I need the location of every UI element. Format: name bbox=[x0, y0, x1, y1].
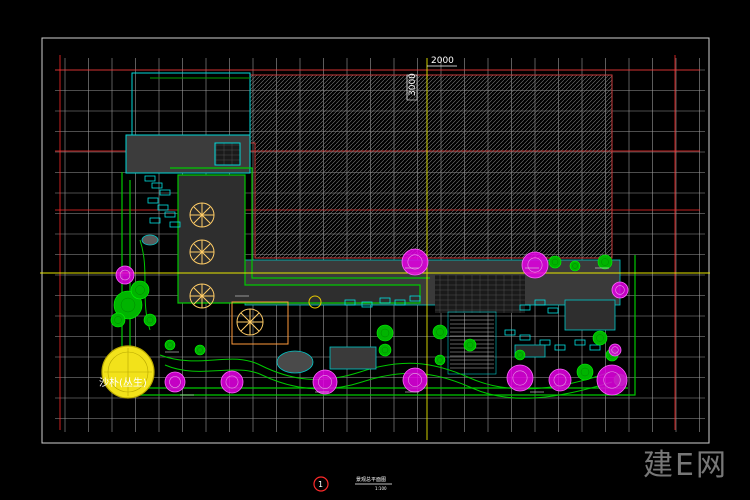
plan-scale: 1:100 bbox=[375, 486, 387, 491]
feature-tree-label: 沙朴(丛生) bbox=[99, 376, 147, 389]
shrubs bbox=[110, 254, 627, 387]
sheet-frame bbox=[41, 37, 710, 444]
paved-area bbox=[435, 275, 525, 313]
dimension-top-label: 2000 bbox=[431, 56, 454, 66]
watermark: 建E网 bbox=[643, 448, 728, 483]
stepping-stones bbox=[144, 175, 601, 351]
upper-left-structure bbox=[125, 72, 251, 174]
building-hatch bbox=[249, 74, 613, 259]
yellow-reference-lines bbox=[40, 58, 710, 440]
title-block: 1 景观总平面图 1:100 bbox=[313, 476, 392, 492]
dimension-marks bbox=[406, 65, 457, 101]
magenta-trees bbox=[115, 248, 629, 396]
plan-title: 景观总平面图 bbox=[356, 476, 386, 483]
sheet-index: 1 bbox=[318, 480, 323, 489]
dimension-side-label: 3000 bbox=[408, 73, 418, 96]
feature-tree bbox=[101, 345, 155, 399]
plant-tags bbox=[165, 267, 609, 396]
parasol-tables bbox=[189, 202, 322, 345]
